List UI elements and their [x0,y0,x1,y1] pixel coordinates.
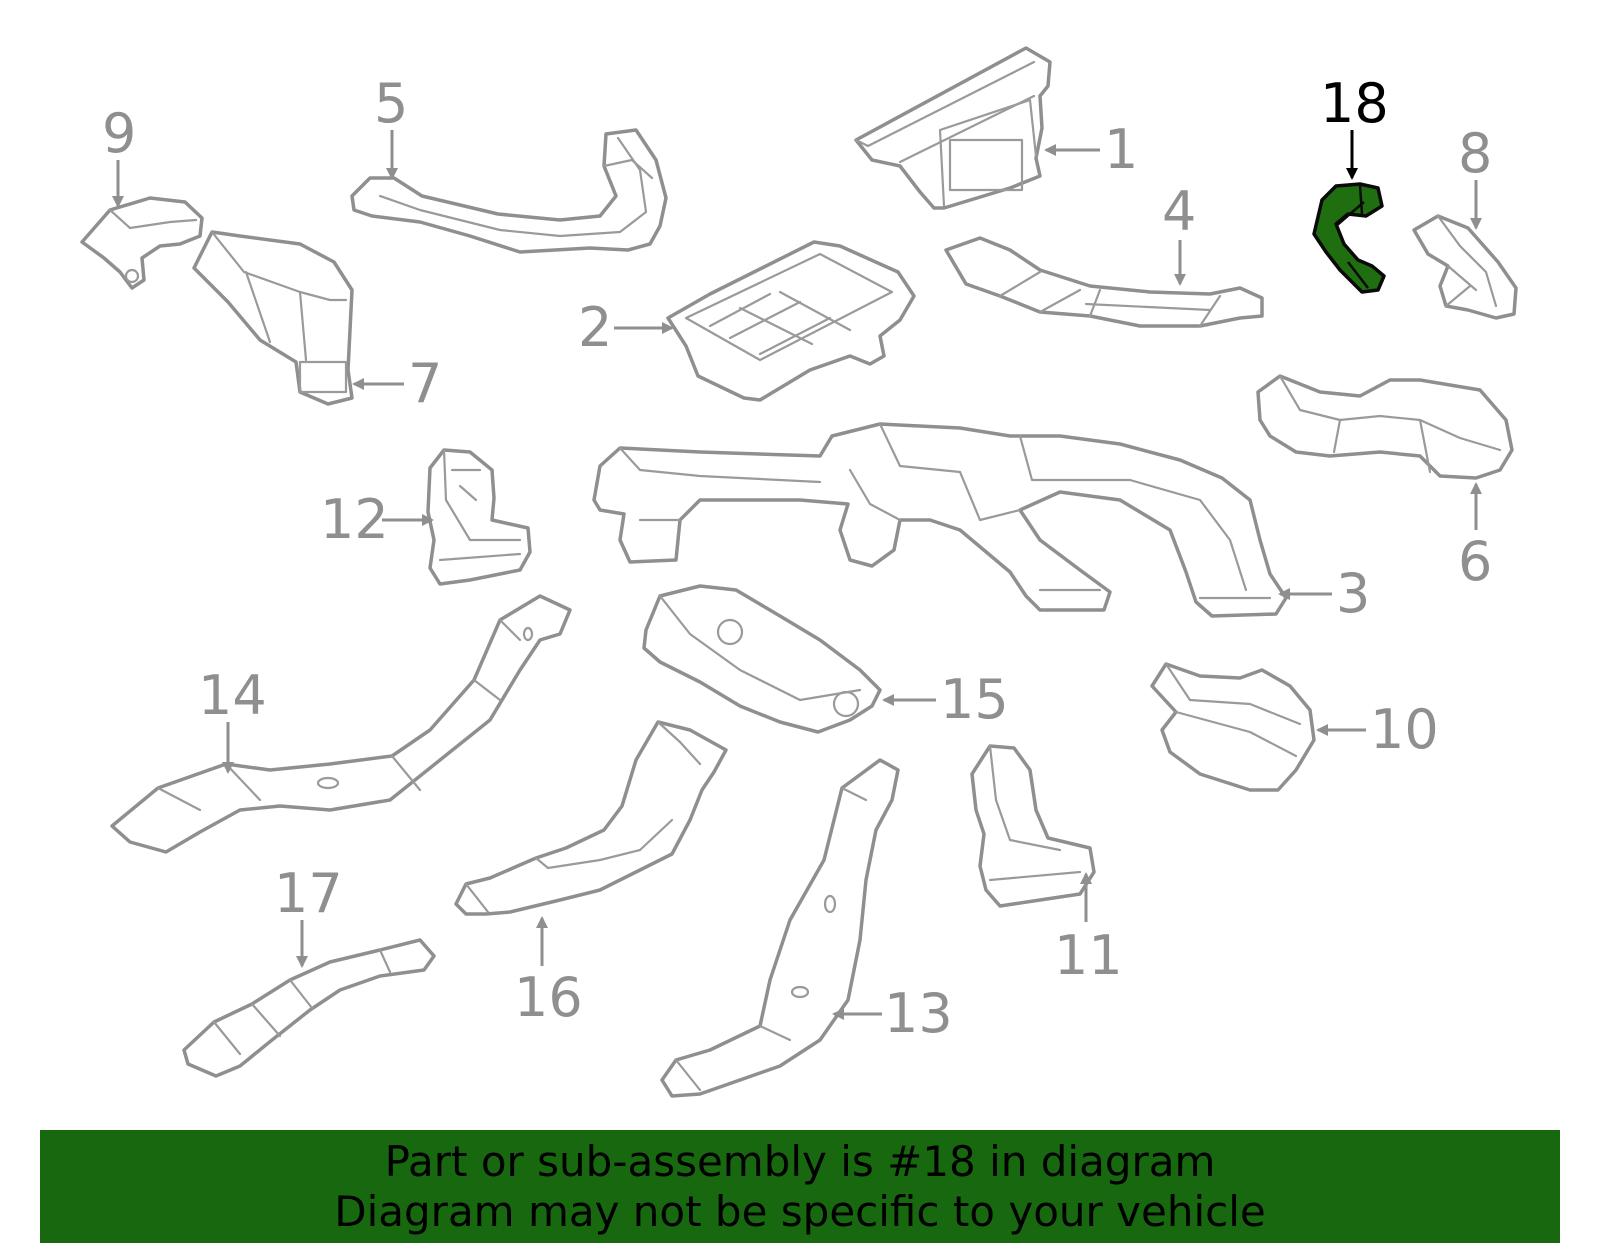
callout-7: 7 [408,352,442,415]
callout-14: 14 [198,664,267,727]
part-8 [1412,214,1518,320]
part-10 [1150,662,1316,792]
callout-9: 9 [102,102,136,165]
part-9 [80,196,204,290]
part-1 [854,46,1052,210]
callout-13: 13 [884,982,953,1045]
part-11 [970,744,1096,908]
part-15 [642,584,882,734]
callout-4: 4 [1162,180,1196,243]
callout-2: 2 [578,296,612,359]
part-14 [110,594,572,854]
part-2 [666,240,916,402]
callout-labels: 1 2 3 4 5 6 7 8 9 10 11 12 13 14 15 16 1… [102,72,1492,1045]
callout-11: 11 [1054,924,1123,987]
callout-1: 1 [1104,118,1138,181]
callout-arrows [112,130,1482,1020]
callout-8: 8 [1458,122,1492,185]
part-3 [592,422,1288,618]
callout-17: 17 [274,862,343,925]
callout-5: 5 [374,72,408,135]
banner-line-1: Part or sub-assembly is #18 in diagram [384,1136,1216,1186]
callout-12: 12 [320,488,389,551]
part-17 [182,938,436,1078]
part-18-highlighted [1312,182,1386,294]
callout-18: 18 [1320,72,1389,135]
callout-15: 15 [940,668,1009,731]
part-7 [192,230,354,406]
part-13 [660,758,900,1098]
banner-line-2: Diagram may not be specific to your vehi… [334,1186,1266,1236]
callout-3: 3 [1336,562,1370,625]
part-6 [1256,374,1514,480]
callout-6: 6 [1458,530,1492,593]
info-banner: Part or sub-assembly is #18 in diagram D… [40,1130,1560,1243]
part-5 [350,128,668,254]
part-16 [454,720,728,916]
callout-16: 16 [514,966,583,1029]
callout-10: 10 [1370,698,1439,761]
part-12 [426,448,532,586]
part-4 [944,236,1264,328]
